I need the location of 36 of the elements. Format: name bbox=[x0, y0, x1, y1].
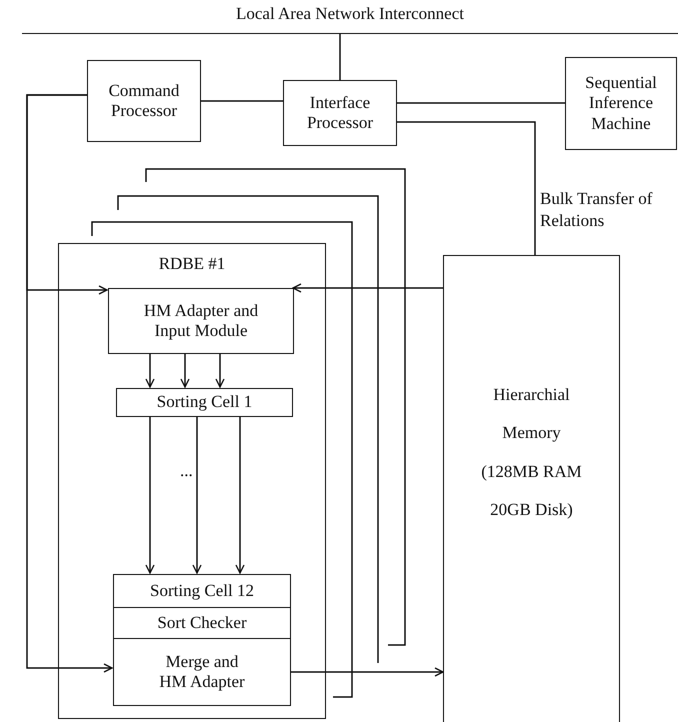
connector-line bbox=[201, 100, 283, 102]
arrow bbox=[26, 94, 113, 673]
process-box bbox=[108, 288, 294, 354]
box-label: Sorting Cell 12 bbox=[150, 580, 254, 602]
process-box bbox=[116, 388, 293, 417]
arrow bbox=[145, 353, 155, 388]
process-box bbox=[113, 574, 291, 608]
arrow bbox=[292, 283, 443, 293]
ellipsis-label: ... bbox=[180, 462, 193, 479]
connector-line bbox=[339, 34, 341, 80]
process-box bbox=[565, 57, 677, 150]
bus-label: Local Area Network Interconnect bbox=[236, 4, 464, 24]
network-bus bbox=[22, 4, 678, 34]
connector-line bbox=[397, 102, 565, 104]
connector-line bbox=[397, 121, 536, 255]
memory-box bbox=[443, 255, 620, 722]
box-label: Sequential Inference Machine bbox=[584, 72, 658, 134]
arrow bbox=[290, 667, 444, 677]
arrow bbox=[235, 416, 245, 574]
box-label: Interface Processor bbox=[306, 92, 374, 134]
engine-frame bbox=[58, 243, 326, 719]
box-label: Command Processor bbox=[108, 80, 180, 122]
box-label: Merge and HM Adapter bbox=[158, 652, 246, 692]
box-label: RDBE #1 bbox=[158, 254, 226, 274]
box-label: Sorting Cell 1 bbox=[156, 392, 252, 413]
process-box bbox=[113, 638, 291, 706]
box-label: Sort Checker bbox=[157, 612, 247, 634]
arrow bbox=[192, 416, 202, 574]
box-label: HM Adapter and Input Module bbox=[142, 300, 260, 342]
arrow bbox=[215, 353, 225, 388]
arrow bbox=[180, 353, 190, 388]
process-box bbox=[113, 607, 291, 639]
box-label: Hierarchial Memory (128MB RAM 20GB Disk) bbox=[480, 384, 583, 521]
process-box bbox=[87, 60, 201, 142]
arrow bbox=[145, 416, 155, 574]
process-box bbox=[283, 80, 397, 146]
